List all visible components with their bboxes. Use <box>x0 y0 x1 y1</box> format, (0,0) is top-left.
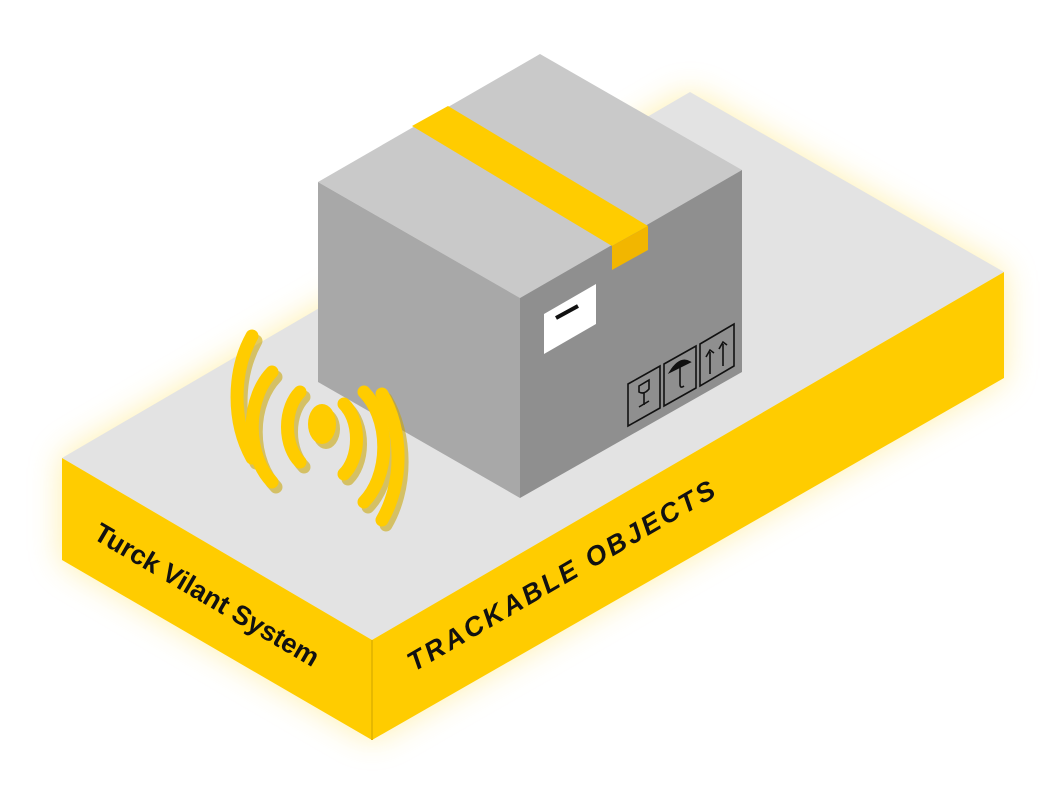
this-way-up-arrows-icon <box>699 322 735 388</box>
shipping-box <box>318 54 742 498</box>
rfid-wave-left-2 <box>245 365 279 489</box>
box-right-face <box>520 170 742 498</box>
box-tape-side <box>612 226 648 270</box>
rfid-wave-right-2 <box>357 385 391 509</box>
rfid-wave-right-1 <box>337 397 364 481</box>
box-tape-top <box>412 106 648 246</box>
umbrella-icon <box>663 344 697 408</box>
fragile-glass-icon <box>627 364 661 428</box>
rfid-center-dot <box>308 404 336 444</box>
platform-right-face <box>372 272 1004 740</box>
box-left-face <box>318 182 520 498</box>
rfid-wave-right-3 <box>375 387 405 527</box>
rfid-wave-left-3 <box>230 329 259 465</box>
platform-left-face <box>62 458 372 740</box>
rfid-signal-icon <box>230 329 409 532</box>
shipping-label-icon <box>544 284 596 354</box>
rfid-wave-left-1 <box>280 385 307 469</box>
handling-symbols <box>627 322 735 428</box>
